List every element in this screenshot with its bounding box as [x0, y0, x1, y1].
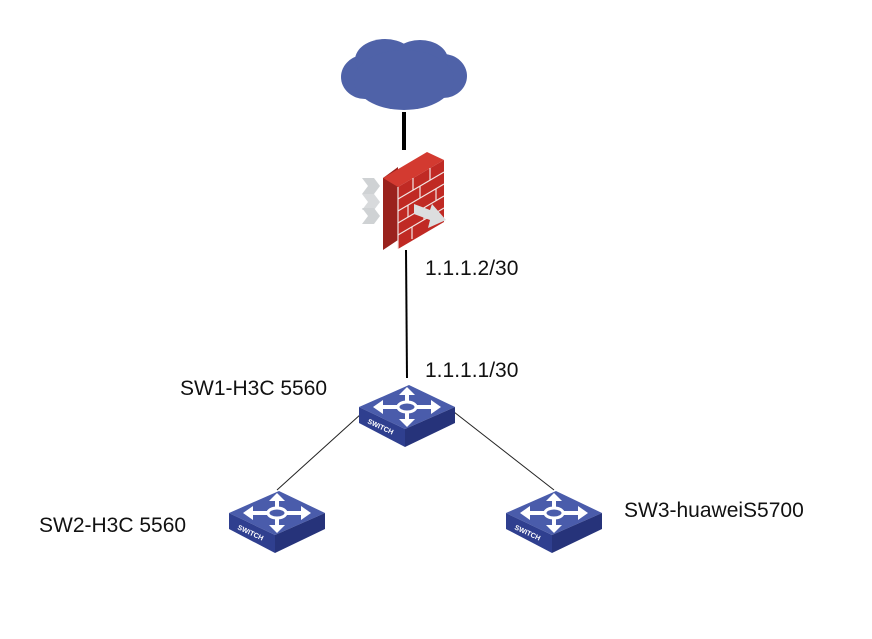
ip-label-firewall: 1.1.1.2/30 — [425, 257, 519, 280]
switch-icon-sw1: SWITCH — [359, 385, 455, 447]
cloud-icon — [341, 39, 467, 110]
node-label-sw3: SW3-huaweiS5700 — [624, 499, 804, 522]
firewall-icon — [362, 152, 446, 250]
ip-label-sw1: 1.1.1.1/30 — [425, 359, 519, 382]
switch-icon-sw2: SWITCH — [229, 491, 325, 553]
switch-icon-sw3: SWITCH — [506, 491, 602, 553]
node-label-sw2: SW2-H3C 5560 — [39, 514, 187, 537]
link-sw1-sw2 — [276, 413, 362, 491]
link-sw1-sw3 — [453, 411, 555, 491]
link-firewall-sw1 — [405, 249, 408, 379]
node-label-sw1: SW1-H3C 5560 — [180, 377, 328, 400]
